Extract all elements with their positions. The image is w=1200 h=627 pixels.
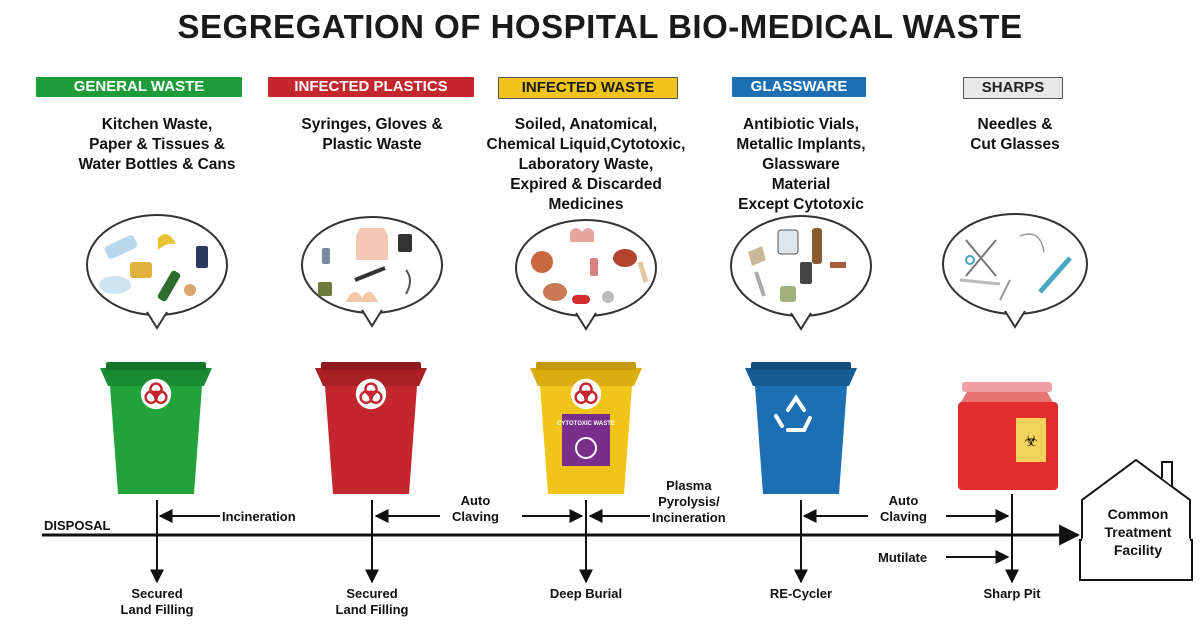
syringe-icon: [1038, 256, 1072, 294]
tube-icon: [405, 269, 411, 295]
implant-icon: [748, 246, 766, 266]
organ-icon: [531, 251, 553, 273]
gown-icon: [356, 228, 388, 260]
recycle-icon: [774, 394, 812, 432]
paper-waste-icon: [130, 262, 152, 278]
apple-core-icon: [184, 284, 196, 296]
destination-plastics: Secured Land Filling: [335, 586, 409, 617]
facility-label: Common Treatment Facility: [1104, 506, 1172, 558]
can-icon: [196, 246, 208, 268]
plastic-bag-icon: [99, 276, 131, 294]
green-bin: [100, 362, 212, 494]
lung-icon: [543, 283, 567, 301]
yellow-bin: CYTOTOXIC WASTE: [530, 362, 642, 494]
bubble-general-waste: [86, 214, 228, 330]
badge-general-waste: GENERAL WASTE: [36, 77, 242, 97]
incineration-label: Incineration: [222, 509, 296, 524]
cytotoxic-label-text: CYTOTOXIC WASTE: [557, 421, 615, 427]
container-icon: [318, 282, 332, 296]
description-infected-waste: Soiled, Anatomical, Chemical Liquid,Cyto…: [486, 116, 686, 213]
needle-icon: [1019, 233, 1045, 253]
bubble-sharps: [942, 213, 1088, 329]
chimney-icon: [1161, 461, 1173, 486]
liver-icon: [613, 249, 637, 267]
kidney-icon: [570, 228, 594, 242]
vial-icon: [777, 229, 799, 255]
glass-bottle-icon: [800, 262, 812, 284]
plasma-pyrolysis-label: Plasma Pyrolysis/ Incineration: [652, 478, 726, 525]
biohazard-icon: [355, 378, 387, 410]
bubble-infected-waste: [515, 219, 657, 331]
ampoule-icon: [812, 228, 822, 264]
auto-claving-label-1: Auto Claving: [452, 493, 499, 524]
bone-icon: [637, 261, 649, 283]
disposal-label: DISPOSAL: [44, 518, 111, 533]
blade-icon: [959, 278, 1001, 286]
scissors-icon: [965, 239, 997, 277]
description-infected-plastics: Syringes, Gloves & Plastic Waste: [301, 116, 443, 153]
description-glassware: Antibiotic Vials, Metallic Implants, Gla…: [736, 116, 866, 213]
biohazard-icon: [570, 378, 602, 410]
medicine-bottle-icon: [590, 258, 598, 276]
bubble-infected-plastics: [301, 216, 443, 328]
description-sharps: Needles & Cut Glasses: [970, 116, 1060, 153]
mutilate-label: Mutilate: [878, 550, 928, 565]
banana-peel-icon: [158, 234, 176, 250]
destination-general: Secured Land Filling: [120, 586, 194, 617]
red-bin: [315, 362, 427, 494]
metallic-implant-icon: [830, 262, 846, 268]
sharps-container: ☣: [958, 382, 1058, 490]
pill-icon: [602, 291, 614, 303]
syringe-icon: [354, 266, 386, 282]
destination-glassware: RE-Cycler: [769, 586, 833, 601]
cut-glass-icon: [999, 279, 1011, 301]
gloves-icon: [346, 291, 378, 302]
badge-glassware: GLASSWARE: [732, 77, 866, 97]
screw-icon: [754, 271, 766, 297]
badge-infected-plastics: INFECTED PLASTICS: [268, 77, 474, 97]
jar-icon: [780, 286, 796, 302]
badge-infected-waste: INFECTED WASTE: [498, 77, 678, 99]
vial-icon: [322, 248, 330, 264]
blood-bag-icon: [398, 234, 412, 252]
glass-bottle-icon: [157, 270, 181, 302]
destination-sharps: Sharp Pit: [983, 586, 1041, 601]
description-general-waste: Kitchen Waste, Paper & Tissues & Water B…: [78, 116, 236, 173]
badge-sharps: SHARPS: [963, 77, 1063, 99]
cytotoxic-symbol-icon: [575, 437, 597, 459]
bubble-glassware: [730, 215, 872, 331]
auto-claving-label-2: Auto Claving: [880, 493, 927, 524]
blue-bin: [745, 362, 857, 494]
biohazard-icon: [140, 378, 172, 410]
water-bottle-icon: [104, 235, 138, 259]
sharps-biohazard-icon: ☣: [1024, 433, 1038, 450]
sharps-label: [1016, 418, 1046, 462]
scissors-ring-icon: [965, 255, 975, 265]
page-title: SEGREGATION OF HOSPITAL BIO-MEDICAL WAST…: [177, 8, 1023, 45]
destination-infected: Deep Burial: [549, 586, 623, 601]
capsule-icon: [572, 295, 590, 304]
